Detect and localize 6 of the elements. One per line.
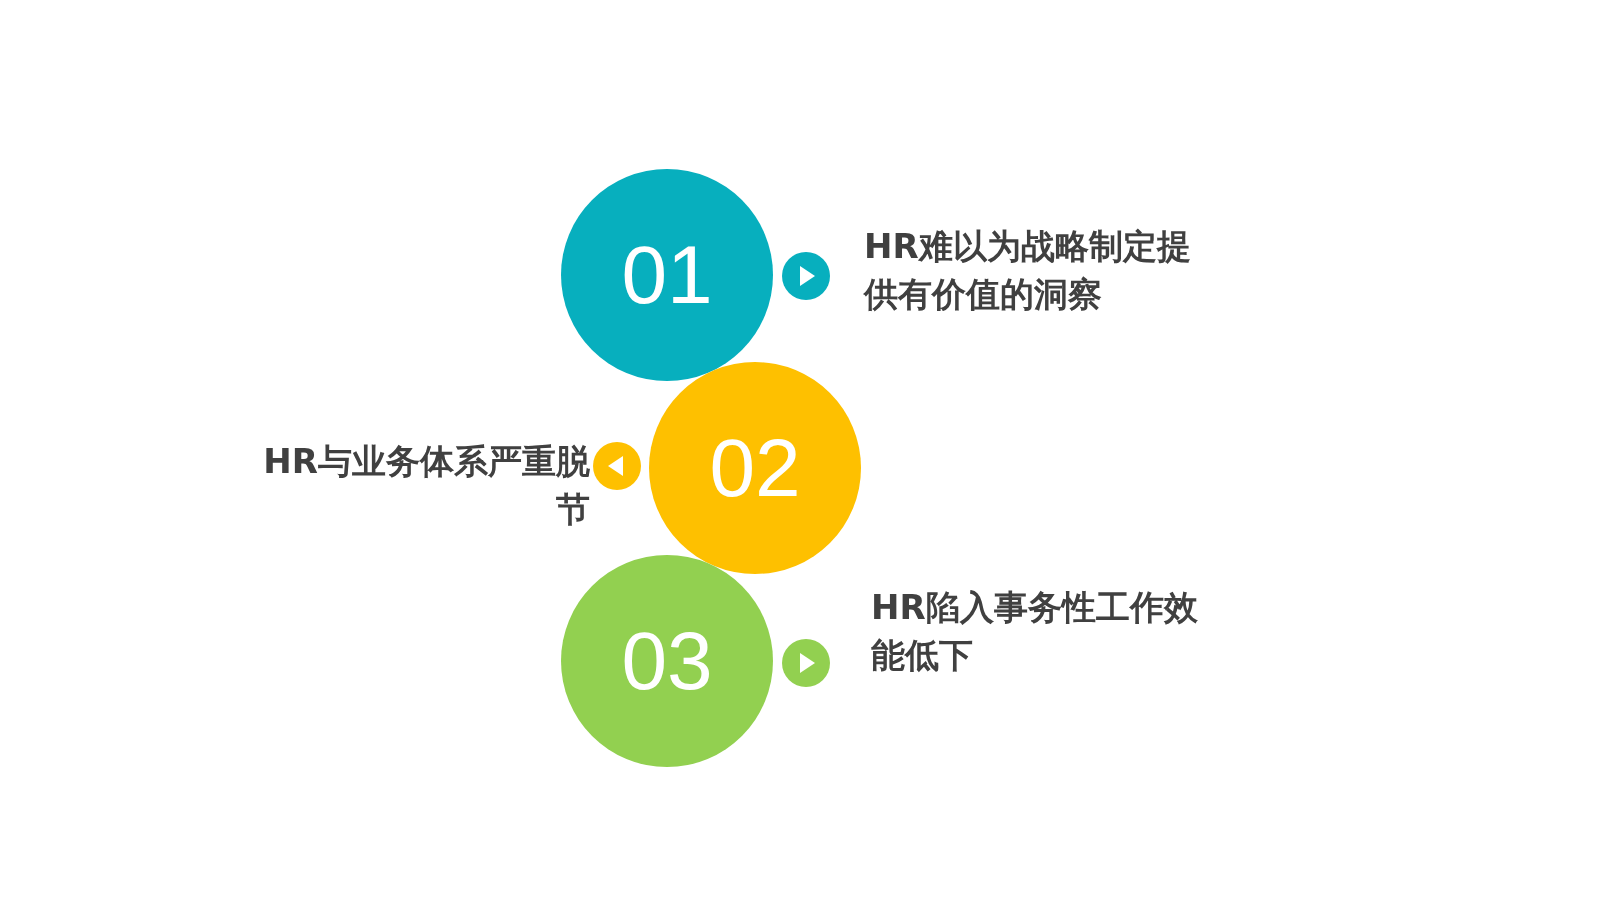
description-text: HR与业务体系严重脱节 bbox=[250, 437, 590, 533]
description-text: HR陷入事务性工作效能低下 bbox=[871, 583, 1211, 679]
step-number: 02 bbox=[709, 427, 801, 509]
description-text: HR难以为战略制定提供有价值的洞察 bbox=[864, 222, 1204, 318]
step-number: 01 bbox=[621, 234, 713, 316]
step-number: 03 bbox=[621, 620, 713, 702]
